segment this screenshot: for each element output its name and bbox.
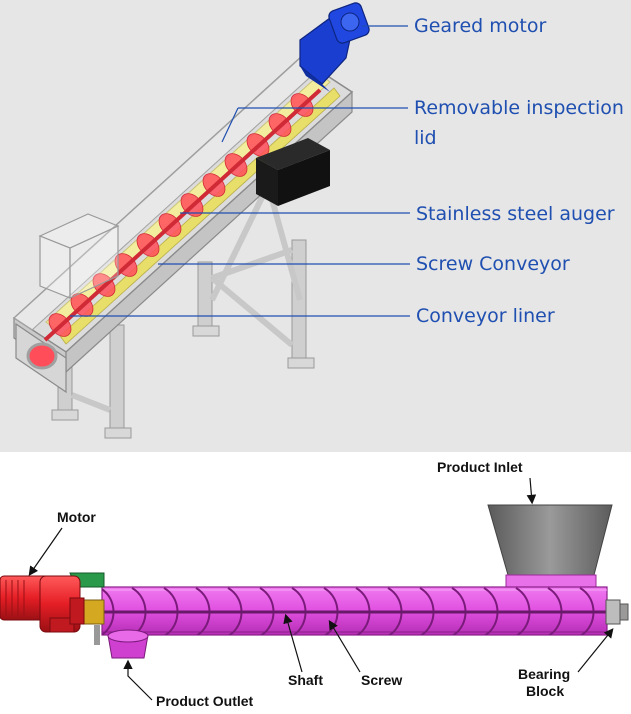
arrow-motor bbox=[28, 527, 63, 576]
product-outlet bbox=[107, 629, 149, 659]
label-inspection-lid-line2: lid bbox=[414, 127, 437, 149]
top-3d-conveyor-diagram: Geared motor Removable inspection lid St… bbox=[0, 0, 631, 452]
label-product-outlet: Product Outlet bbox=[156, 693, 254, 709]
label-product-inlet: Product Inlet bbox=[437, 459, 523, 475]
outlet-flange bbox=[15, 322, 67, 394]
label-bearing-line2: Block bbox=[526, 683, 564, 699]
label-geared-motor: Geared motor bbox=[414, 15, 546, 37]
arrow-screw bbox=[328, 619, 361, 673]
arrow-bearing-block bbox=[577, 628, 614, 673]
bearing-block bbox=[605, 599, 629, 625]
gearbox bbox=[256, 138, 330, 206]
motor-bracket bbox=[94, 625, 100, 645]
coupling bbox=[83, 599, 105, 625]
label-bearing-line1: Bearing bbox=[518, 666, 570, 682]
label-screw-conveyor: Screw Conveyor bbox=[416, 253, 570, 275]
arrow-shaft bbox=[283, 613, 303, 673]
arrow-product-outlet bbox=[123, 659, 153, 701]
support-frame bbox=[51, 183, 315, 439]
label-motor: Motor bbox=[57, 509, 96, 525]
label-auger: Stainless steel auger bbox=[416, 203, 615, 225]
product-inlet-hopper bbox=[487, 504, 613, 588]
motor bbox=[0, 575, 85, 633]
inlet-hopper bbox=[38, 213, 120, 299]
label-shaft: Shaft bbox=[288, 672, 323, 688]
stainless-steel-auger bbox=[43, 88, 322, 342]
pointer-arrows bbox=[28, 477, 614, 701]
arrow-product-inlet bbox=[526, 477, 537, 505]
label-screw: Screw bbox=[361, 672, 402, 688]
bottom-side-view-diagram: Product Inlet Motor Shaft Screw Bearing … bbox=[0, 452, 631, 714]
geared-motor bbox=[299, 2, 370, 92]
label-inspection-lid-line1: Removable inspection bbox=[414, 97, 624, 119]
leader-lines bbox=[70, 25, 410, 317]
label-conveyor-liner: Conveyor liner bbox=[416, 305, 555, 327]
